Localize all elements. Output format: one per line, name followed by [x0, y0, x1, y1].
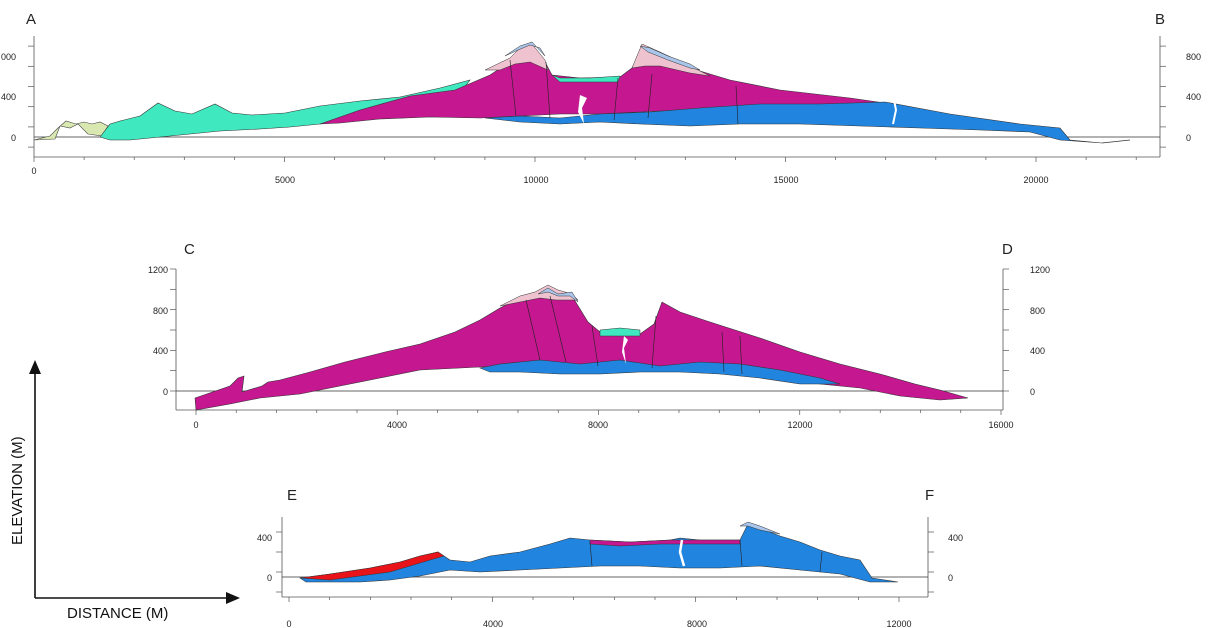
section-ef-magenta-cap [589, 539, 741, 547]
section-ef-x-tick: 0 [286, 619, 291, 628]
section-ab-x-tick: 20000 [1023, 175, 1048, 185]
section-ef-x-tick: 4000 [483, 619, 503, 628]
section-ef-right-label: F [925, 487, 934, 504]
section-ef-faults [589, 539, 823, 573]
section-cd-crater-fill [599, 327, 641, 337]
section-cd-y-tick-left: 0 [163, 387, 168, 397]
distance-axis-label: DISTANCE (M) [67, 605, 168, 622]
section-ab-pale-green-unit [33, 120, 109, 141]
section-cd-x-tick: 16000 [988, 420, 1013, 430]
section-ef-left-label: E [287, 487, 297, 504]
section-cd-light-blue-cap [537, 287, 579, 303]
section-cd-x-tick: 8000 [588, 420, 608, 430]
section-ef-y-tick-right: 400 [948, 533, 963, 543]
section-ab-y-tick-right: 400 [1186, 92, 1201, 102]
section-ab-turquoise-unit [99, 79, 471, 141]
section-cd-left-label: C [184, 241, 195, 258]
section-ef-x-tick: 8000 [687, 619, 707, 628]
section-ab-left-label: A [26, 11, 36, 28]
section-cd-right-label: D [1002, 241, 1013, 258]
section-ef-blue-unit [299, 523, 899, 583]
section-ab-x-tick: 0 [31, 166, 36, 176]
section-ab-y-tick-right: 0 [1186, 133, 1191, 143]
section-ef-light-blue-cap [739, 521, 781, 535]
section-ab-crater-fill [551, 74, 621, 83]
section-cd-y-tick-right: 400 [1030, 346, 1045, 356]
section-ab: A B 0 5000 10000 15000 20000 [1, 11, 1201, 185]
section-cd: C D 0 4000 8000 12000 16000 1200 800 4 [148, 241, 1050, 430]
section-ef-y-tick-left: 0 [267, 573, 272, 583]
section-cd-blue-basement [478, 359, 841, 385]
section-cd-y-tick-left: 1200 [148, 265, 168, 275]
section-ab-y-tick-right: 800 [1186, 52, 1201, 62]
section-ef-white-dike [678, 539, 686, 567]
section-ef: E F 0 4000 8000 12000 400 0 400 0 [257, 487, 963, 628]
tick-marks [28, 45, 1166, 602]
section-ab-light-blue-cap [504, 41, 701, 71]
section-ab-white-dike [578, 95, 587, 124]
section-ab-faults [509, 59, 739, 125]
section-ef-red-unit [299, 551, 445, 581]
elevation-axis-label: ELEVATION (M) [9, 436, 26, 545]
section-cd-y-tick-right: 1200 [1030, 265, 1050, 275]
section-cd-x-tick: 12000 [787, 420, 812, 430]
distance-arrowhead-icon [226, 592, 240, 604]
section-cd-y-tick-right: 800 [1030, 306, 1045, 316]
section-ab-x-tick: 15000 [773, 175, 798, 185]
section-ef-x-tick: 12000 [886, 619, 911, 628]
section-ab-white-dike-2 [892, 99, 898, 125]
elevation-arrowhead-icon [29, 360, 41, 374]
section-ef-y-tick-right: 0 [948, 573, 953, 583]
section-cd-x-tick: 0 [193, 420, 198, 430]
section-ab-x-tick: 10000 [523, 175, 548, 185]
section-ef-y-tick-left: 400 [257, 533, 272, 543]
section-ab-y-tick-left: 400 [1, 92, 16, 102]
section-cd-y-tick-left: 800 [153, 306, 168, 316]
section-cd-y-tick-left: 400 [153, 346, 168, 356]
section-cd-x-tick: 4000 [387, 420, 407, 430]
section-ab-profile-tail [1101, 139, 1131, 144]
section-ab-y-tick-left: 000 [1, 52, 16, 62]
section-cd-white-dike [622, 336, 628, 364]
section-ab-x-tick: 5000 [275, 175, 295, 185]
orientation-arrows: ELEVATION (M) DISTANCE (M) [9, 360, 240, 622]
section-cd-faults [525, 295, 743, 375]
section-ab-y-tick-left: 0 [11, 133, 16, 143]
section-cd-y-tick-right: 0 [1030, 387, 1035, 397]
section-ab-right-label: B [1155, 11, 1165, 28]
